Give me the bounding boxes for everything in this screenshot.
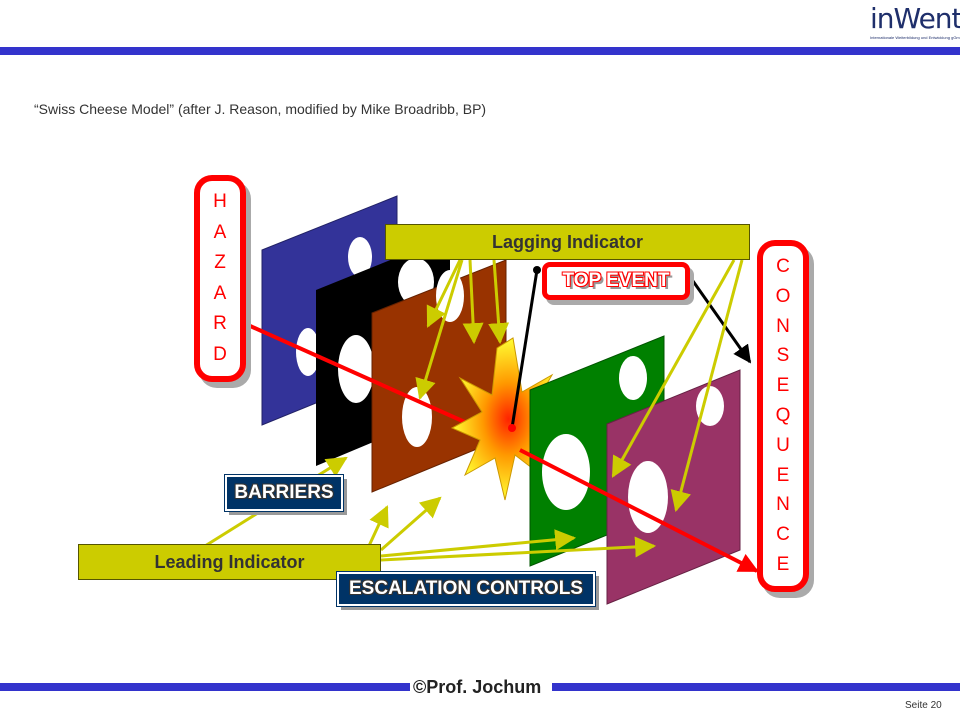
consequence-letter: E [776, 375, 790, 397]
lagging-indicator-arrows [415, 259, 744, 513]
header-bar [0, 47, 960, 55]
barriers-label: BARRIERS [224, 474, 344, 512]
consequence-letter: E [776, 464, 790, 486]
consequence-letter: E [776, 554, 790, 576]
escalation-controls-label: ESCALATION CONTROLS [336, 571, 596, 607]
consequence-trajectory [519, 448, 759, 573]
hazard-letter: D [213, 343, 227, 365]
footer-author: ©Prof. Jochum [413, 677, 542, 697]
page-number: Seite 20 [905, 700, 942, 711]
hazard-trajectory [247, 323, 506, 442]
lagging-indicator-label: Lagging Indicator [385, 224, 750, 260]
consequence-letter: U [776, 434, 790, 456]
hazard-letter: Z [214, 252, 226, 274]
footer-bar-right [552, 683, 960, 691]
footer-bar-left [0, 683, 410, 691]
hazard-letter: A [213, 221, 227, 243]
inwent-logo: inWent Internationale Weiterbildung und … [870, 2, 960, 44]
consequence-letter: S [776, 345, 790, 367]
consequence-letter: C [776, 255, 790, 277]
consequence-letter: O [775, 285, 791, 307]
hazard-letter: H [213, 191, 227, 213]
consequence-letter: N [776, 494, 790, 516]
top-event-box: TOP EVENT [542, 262, 690, 300]
consequence-letter: C [776, 524, 790, 546]
logo-text: inWent [870, 2, 960, 35]
hazard-letter: A [213, 282, 227, 304]
page-caption: “Swiss Cheese Model” (after J. Reason, m… [34, 101, 487, 117]
leading-indicator-label: Leading Indicator [78, 544, 381, 580]
leading-indicator-arrows [204, 456, 657, 562]
top-event-link [508, 266, 752, 432]
consequence-letter: Q [775, 404, 791, 426]
consequence-letter: N [776, 315, 790, 337]
logo-subtitle: Internationale Weiterbildung und Entwick… [870, 35, 960, 40]
hazard-letter: R [213, 313, 227, 335]
